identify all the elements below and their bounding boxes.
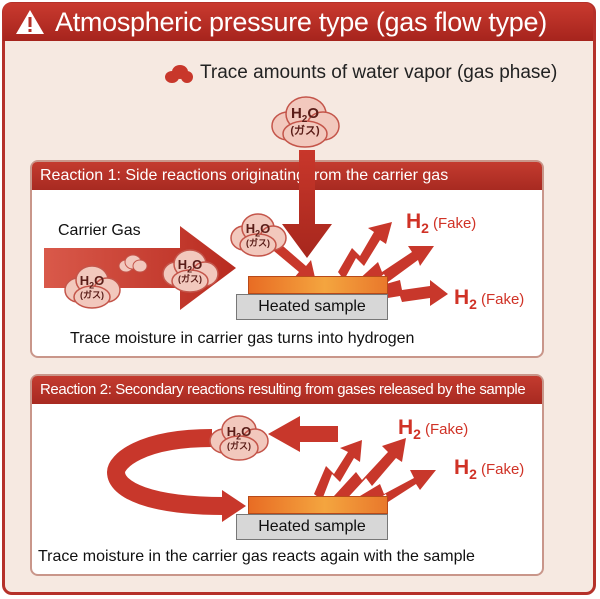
cloud-formula: H2O [226, 424, 252, 442]
reaction2-caption: Trace moisture in the carrier gas reacts… [38, 548, 475, 565]
cloud-phase: (ガス) [246, 238, 270, 248]
reaction1-title: Reaction 1: Side reactions originating f… [32, 162, 542, 190]
zigzag-arrow-1 [338, 222, 392, 280]
heated-sample-top-2 [248, 496, 388, 514]
cloud-phase: (ガス) [227, 441, 251, 451]
small-cloud-panel1 [118, 254, 148, 274]
cloud-formula: H2O [290, 105, 320, 125]
cloud-icon [165, 65, 193, 83]
vapor-label: Trace amounts of water vapor (gas phase) [200, 62, 558, 83]
carrier-gas-label: Carrier Gas [58, 222, 141, 239]
cloud-formula: H2O [245, 221, 271, 239]
vapor-cloud-top: H2O (ガス) [268, 94, 342, 150]
return-curve-arrow [106, 429, 225, 515]
vapor-cloud-panel1-upper: H2O (ガス) [228, 212, 288, 258]
reaction2-title: Reaction 2: Secondary reactions resultin… [32, 376, 542, 404]
h2-fake-label: H2(Fake) [406, 210, 477, 236]
page-title: Atmospheric pressure type (gas flow type… [55, 7, 547, 37]
cloud-formula: H2O [177, 257, 203, 275]
vapor-cloud-panel2: H2O (ガス) [208, 414, 270, 462]
reaction1-caption: Trace moisture in carrier gas turns into… [70, 330, 415, 347]
heated-sample-top-1 [248, 276, 388, 294]
moisture-to-sample-arrow [268, 240, 316, 282]
zigzag-arrow-3 [372, 280, 448, 306]
cloud-formula: H2O [79, 273, 105, 291]
h2-fake-label: H2(Fake) [398, 416, 469, 442]
vapor-cloud-panel1-left: H2O (ガス) [62, 264, 122, 310]
return-curve-arrow-head [222, 490, 246, 522]
vapor-cloud-panel1-mid: H2O (ガス) [160, 248, 220, 294]
zigzag-arrow-5 [334, 438, 406, 504]
h2-fake-label: H2(Fake) [454, 456, 525, 482]
warning-icon [16, 10, 44, 34]
cloud-phase: (ガス) [80, 290, 104, 300]
heated-sample-2: Heated sample [236, 514, 388, 540]
zigzag-arrow-4 [314, 440, 362, 500]
left-arrow [268, 416, 338, 452]
cloud-phase: (ガス) [290, 125, 320, 137]
cloud-phase: (ガス) [178, 274, 202, 284]
header-bar: Atmospheric pressure type (gas flow type… [3, 3, 593, 41]
vapor-down-arrow [282, 150, 332, 258]
heated-sample-1: Heated sample [236, 294, 388, 320]
h2-fake-label: H2(Fake) [454, 286, 525, 312]
